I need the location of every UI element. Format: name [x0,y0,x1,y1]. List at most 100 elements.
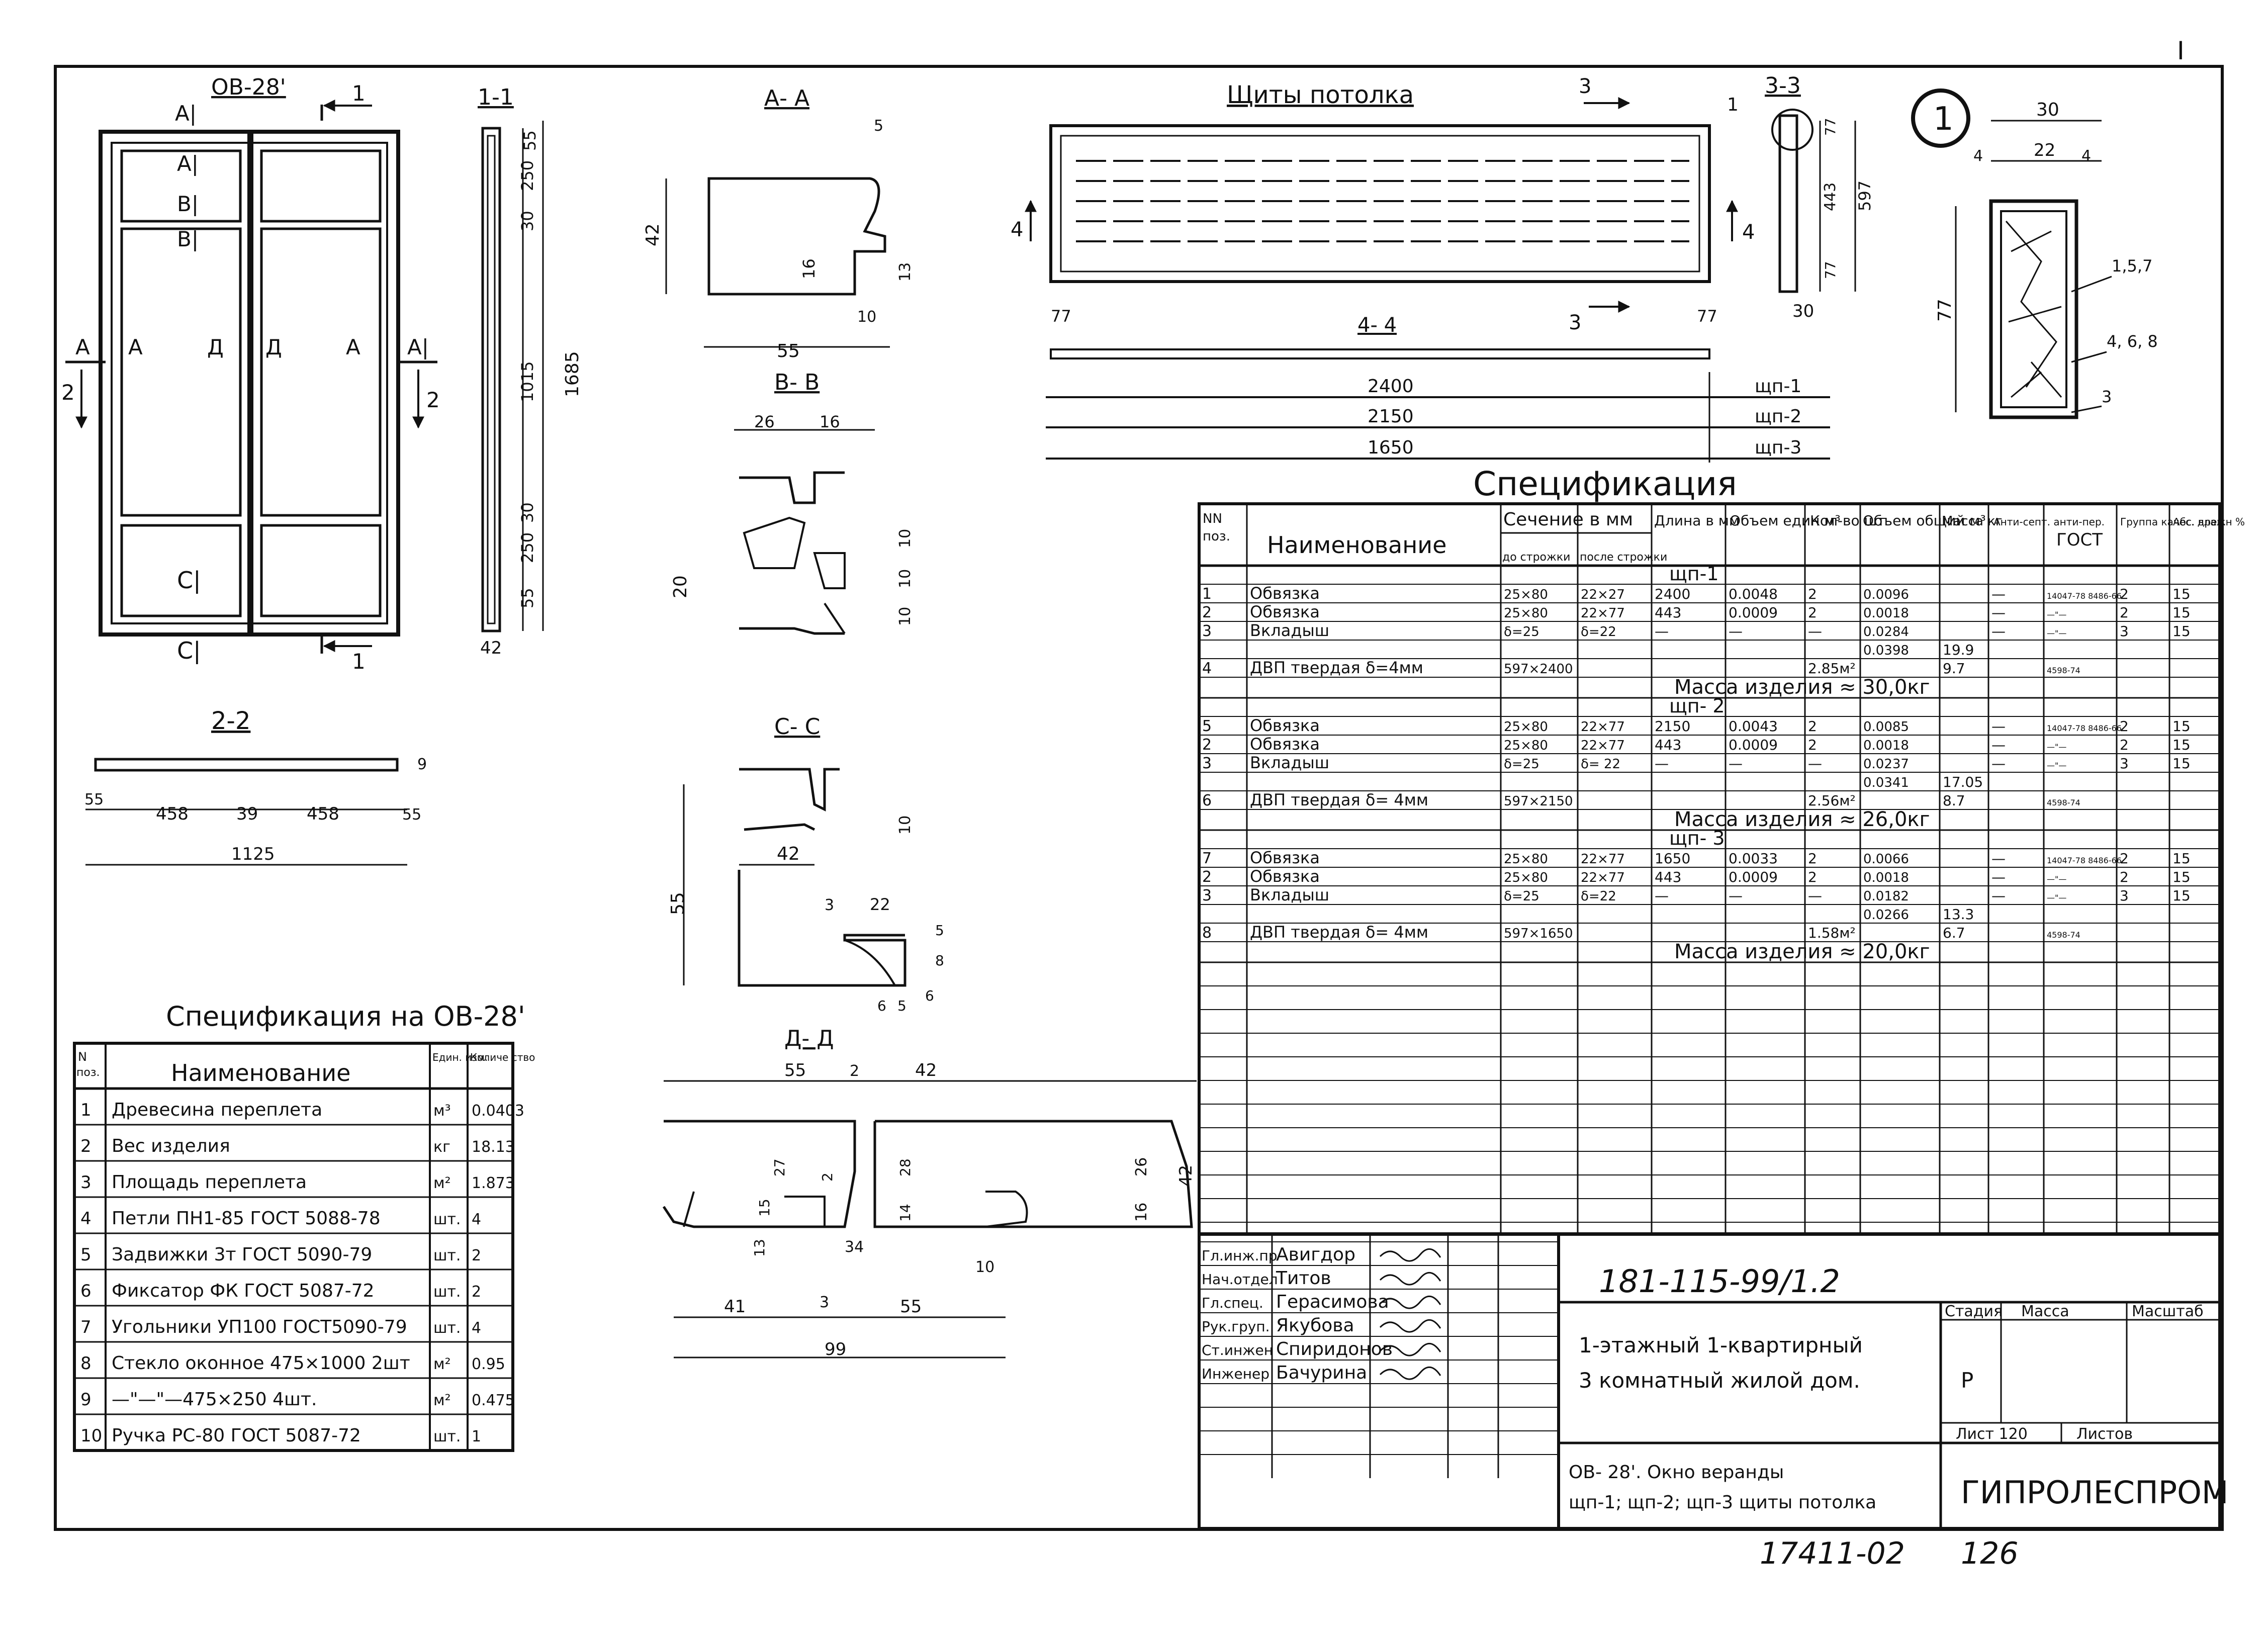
spec-cell: —"— [2047,874,2066,884]
spec-window-unit: м² [433,1355,451,1373]
spec-cell: Обвязка [1250,584,1320,603]
spec-cell: 19.9 [1943,642,1974,658]
dim-1-1-c: 30 [518,211,537,231]
spec-group-name: щп- 2 [1669,695,1725,717]
mass-label: Масса [2021,1303,2069,1320]
dim-dd-27: 27 [771,1158,788,1176]
dim-dd-26: 26 [1133,1157,1150,1176]
spec-cell: — [1729,623,1743,640]
detail-1-callout-b: 4, 6, 8 [2107,332,2158,351]
dim-aa-42: 42 [643,223,663,246]
section-cc: С- С 42 10 55 3 22 5 8 6 6 5 [668,714,944,1014]
signer-role: Гл.инж.пр [1202,1247,1278,1264]
spec-cell: — [1729,755,1743,772]
dim-dd-41: 41 [724,1297,746,1317]
window-mark-a-inner: А| [177,151,199,176]
section-3-3-title: 3-3 [1765,73,1801,99]
spec-window-name: Задвижки 3т ГОСТ 5090-79 [112,1244,372,1265]
detail-1-dim-4a: 4 [1973,147,1983,165]
spec-cell: 1 [1202,585,1212,603]
window-mark-b-2: В| [177,227,199,251]
signature [1379,1367,1441,1380]
spec-cell: 2.56м² [1808,792,1856,809]
spec-cell: 3 [1202,755,1212,772]
window-mark-d-2: Д [265,335,282,359]
signer-name: Герасимова [1276,1292,1389,1312]
spec-cell: —"— [2047,893,2066,902]
dim-2-2-a: 55 [84,791,104,808]
spec-cell: 2 [1808,869,1817,885]
spec-cell: 0.0018 [1863,738,1909,753]
spec-window-qty: 0.0403 [472,1102,524,1120]
spec-cell: 15 [2172,755,2191,772]
dim-1-1-g: 55 [518,588,537,608]
spec-cell: Обвязка [1250,602,1320,621]
spec-cell: —"— [2047,610,2066,619]
signature [1379,1272,1441,1286]
cut-2-right: 2 [426,388,440,412]
spec-window-h-name: Наименование [171,1059,350,1086]
signature [1379,1296,1441,1309]
spec-h-antisept: Анти-септ. анти-пер. [1993,516,2105,528]
dim-1-1-a: 55 [520,130,539,151]
signer-role: Рук.груп. [1202,1318,1270,1335]
spec-cell: 15 [2172,869,2191,885]
dim-dd-42: 42 [915,1060,937,1080]
sheet-frame [54,65,2224,1531]
spec-group-name: щп-1 [1669,563,1719,585]
signer-role: Ст.инжен [1202,1342,1273,1358]
cut-1-bottom: 1 [352,649,366,674]
signer-name: Авигдор [1276,1244,1355,1265]
spec-cell: — [1991,887,2006,904]
spec-cell: 3 [1202,622,1212,640]
spec-h-section: Сечение в мм [1503,509,1633,530]
spec-cell: 1.58м² [1808,925,1856,941]
dim-3-3-c: 77 [1822,261,1839,279]
detail-1-dim-22: 22 [2034,140,2055,160]
dim-aa-16: 16 [799,258,819,279]
spec-cell: 15 [2172,623,2191,640]
dim-1-1-width: 42 [480,638,502,658]
spec-cell: 0.0066 [1863,852,1909,867]
spec-cell: 0.0009 [1729,869,1778,885]
spec-window-unit: шт. [433,1247,461,1264]
dim-cc-10: 10 [896,815,914,835]
spec-cell: 4598-74 [2047,930,2080,940]
dim-cc-42: 42 [777,844,800,864]
dim-bb-26: 26 [754,412,775,431]
spec-cell: 2 [1202,604,1212,621]
spec-cell: 8 [1202,924,1212,942]
spec-cell: —"— [2047,761,2066,770]
spec-window-unit: кг [433,1138,450,1156]
spec-cell: 2 [2120,718,2129,735]
spec-cell: 0.0018 [1863,606,1909,621]
spec-window-name: Ручка РС-80 ГОСТ 5087-72 [112,1425,361,1446]
spec-cell: δ=22 [1581,889,1616,904]
spec-h-gost: ГОСТ [2056,530,2103,550]
dim-2-2-thk: 9 [417,756,427,773]
spec-cell: 597×2400 [1504,662,1573,677]
spec-window-name: Стекло оконное 475×1000 2шт [112,1353,410,1374]
spec-window-name: Площадь переплета [112,1172,307,1193]
spec-h-vol-total: Объем общий м³ [1863,512,1986,529]
spec-cell: 0.0237 [1863,757,1909,772]
spec-cell: 22×77 [1581,870,1625,885]
dim-bb-16: 16 [820,412,840,431]
dim-1-1-total: 1685 [562,351,583,397]
section-1-1-title: 1-1 [478,84,514,110]
dim-dd-13: 13 [751,1239,768,1257]
spec-cell: — [1991,604,2006,621]
spec-h-group: Группа качес. древ. [2120,516,2226,528]
spec-cell: 22×77 [1581,738,1625,753]
spec-cell: 9.7 [1943,660,1965,677]
section-dd-title: Д- Д [784,1026,834,1051]
spec-window-qty: 1 [472,1428,481,1445]
org-name: ГИПРОЛЕСПРОМ [1961,1474,2228,1511]
section-2-2: 2-2 55 458 39 458 55 1125 9 [84,707,427,866]
spec-cell: 2 [1808,586,1817,602]
spec-cell: Обвязка [1250,716,1320,735]
spec-h-vol-unit: Объем един м³ [1730,512,1841,529]
spec-window-unit: м³ [433,1102,451,1120]
spec-window-h-num2: поз. [76,1066,100,1079]
spec-cell: 25×80 [1504,587,1548,602]
